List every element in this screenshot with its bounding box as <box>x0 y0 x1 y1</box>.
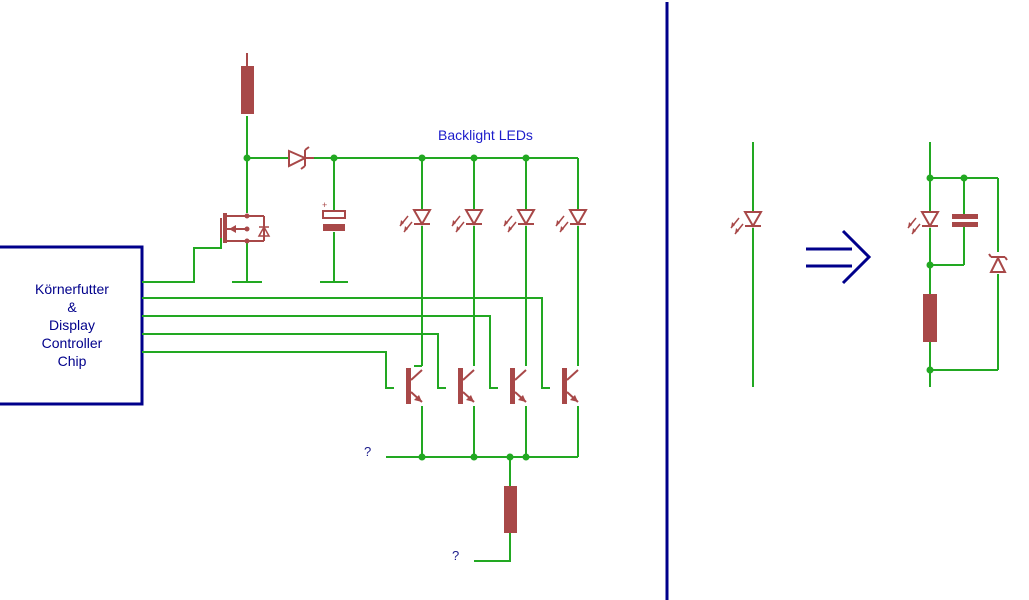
capacitor-icon: + <box>322 200 346 231</box>
transistor-icon <box>509 367 527 405</box>
controller-chip-box <box>0 245 144 406</box>
chip-label-line: Chip <box>57 353 87 369</box>
led-icon <box>555 209 587 233</box>
mosfet-icon <box>220 213 271 244</box>
transistor-icon <box>405 367 423 405</box>
chip-label-line: & <box>67 299 77 315</box>
chip-label-line: Controller <box>41 335 103 351</box>
svg-text:+: + <box>322 200 327 210</box>
unknown-label: ? <box>364 444 372 459</box>
transistor-icon <box>457 367 475 405</box>
chip-label-line: Display <box>49 317 95 333</box>
transistor-icon <box>561 367 579 405</box>
unknown-label: ? <box>452 548 460 563</box>
resistor-top <box>241 66 254 114</box>
backlight-leds-label: Backlight LEDs <box>438 127 533 143</box>
led-icon <box>451 209 483 233</box>
implies-arrow-icon <box>806 229 872 285</box>
resistor-bottom <box>504 486 517 533</box>
resistor-right <box>923 294 937 342</box>
chip-label: Körnerfutter & Display Controller Chip <box>2 280 142 370</box>
chip-label-line: Körnerfutter <box>35 281 109 297</box>
led-icon <box>503 209 535 233</box>
junctions <box>243 154 968 461</box>
components: + <box>220 53 1008 533</box>
zener-icon <box>988 253 1008 273</box>
wires <box>142 116 999 562</box>
diode-icon <box>288 146 314 170</box>
led-icon <box>730 211 762 235</box>
capacitor-icon <box>952 214 978 219</box>
led-icon <box>399 209 431 233</box>
led-icon <box>907 211 939 235</box>
